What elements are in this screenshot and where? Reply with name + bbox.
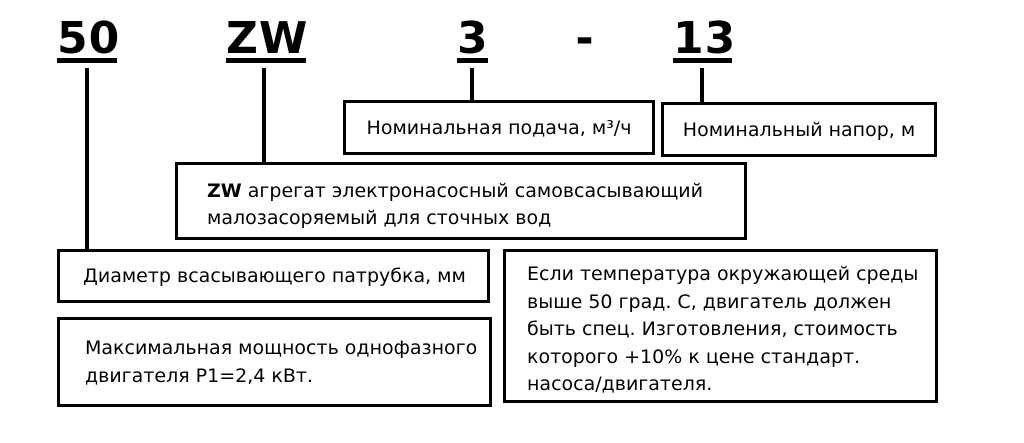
series-code-bold: ZW xyxy=(207,180,242,202)
connector-series-line xyxy=(262,68,266,164)
code-size-label: 50 xyxy=(57,13,121,64)
code-head-label: 13 xyxy=(673,13,737,64)
series-description-line2: малозасоряемый для сточных вод xyxy=(207,207,552,229)
flow-description-text: Номинальная подача, м³/ч xyxy=(366,116,632,139)
code-separator: - xyxy=(575,13,595,64)
code-series-label: ZW xyxy=(226,13,309,64)
series-description-line1: ZW агрегат электронасосный самовсасывающ… xyxy=(207,178,734,205)
connector-head-line xyxy=(700,68,704,104)
connector-flow-line xyxy=(470,68,474,102)
code-flow-label: 3 xyxy=(457,13,489,64)
flow-description-box: Номинальная подача, м³/ч xyxy=(343,100,655,155)
temperature-note-box: Если температура окружающей среды выше 5… xyxy=(503,249,938,403)
series-description-rest: агрегат электронасосный самовсасывающий xyxy=(241,180,703,202)
connector-size-line xyxy=(85,68,89,250)
series-description-box: ZW агрегат электронасосный самовсасывающ… xyxy=(175,162,747,240)
power-description-box: Максимальная мощность однофазного двигат… xyxy=(57,317,492,407)
head-description-box: Номинальный напор, м xyxy=(661,102,937,157)
diameter-description-text: Диаметр всасывающего патрубка, мм xyxy=(83,265,466,287)
diameter-description-box: Диаметр всасывающего патрубка, мм xyxy=(57,249,490,303)
head-description-text: Номинальный напор, м xyxy=(682,118,916,141)
